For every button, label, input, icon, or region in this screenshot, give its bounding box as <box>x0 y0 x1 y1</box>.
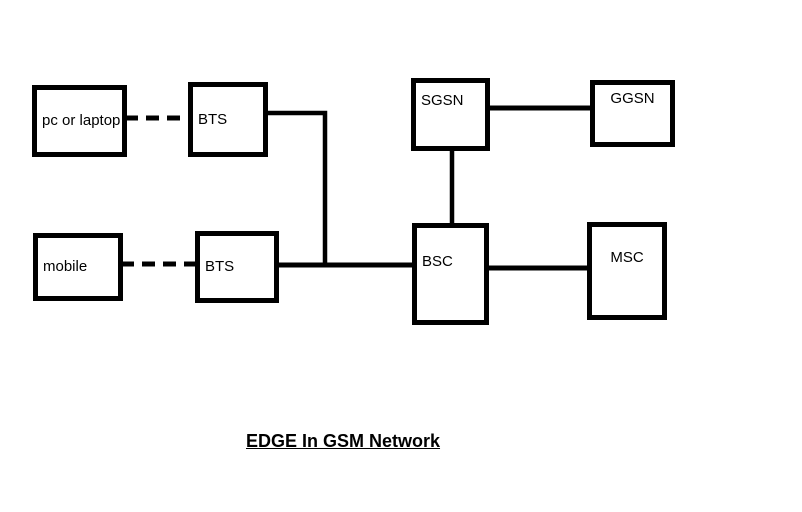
node-mobile-label: mobile <box>43 258 88 275</box>
node-mobile: mobile <box>33 233 123 301</box>
node-bts-bottom-label: BTS <box>205 258 235 275</box>
node-sgsn: SGSN <box>411 78 490 151</box>
node-bts-top-label: BTS <box>198 110 228 128</box>
node-sgsn-label: SGSN <box>421 92 464 109</box>
diagram-title: EDGE In GSM Network <box>246 431 441 451</box>
edge-bts1-junction <box>266 110 328 263</box>
node-msc: MSC <box>587 222 667 320</box>
node-bsc: BSC <box>412 223 489 325</box>
node-msc-label: MSC <box>610 249 644 266</box>
node-pc-or-laptop: pc or laptop <box>32 85 127 157</box>
node-bts-top: BTS <box>188 82 268 157</box>
node-pc-or-laptop-label: pc or laptop <box>42 112 121 129</box>
node-bts-bottom: BTS <box>195 231 279 303</box>
node-bsc-label: BSC <box>422 253 453 270</box>
node-ggsn: GGSN <box>590 80 675 147</box>
node-ggsn-label: GGSN <box>610 90 655 107</box>
